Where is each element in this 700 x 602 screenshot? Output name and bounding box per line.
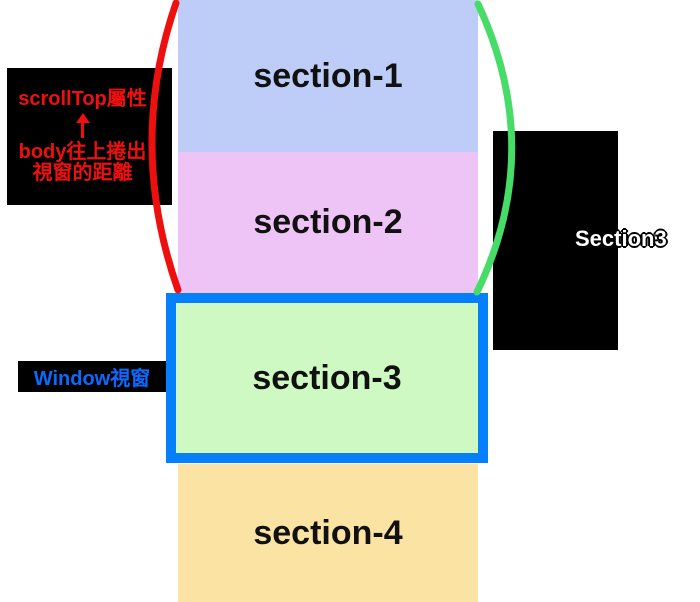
window-viewport-frame: section-3 (166, 293, 488, 463)
section-4-block: section-4 (178, 464, 478, 602)
section-1-block: section-1 (178, 0, 478, 152)
scrolltop-annotation-box: scrollTop屬性 body往上捲出 視窗的距離 (7, 68, 172, 205)
scrolltop-line1: scrollTop屬性 (18, 88, 147, 110)
section3-callout-label: Section3 (575, 226, 667, 251)
section-2-block: section-2 (178, 152, 478, 293)
arrow-head (75, 113, 90, 123)
section-2-label: section-2 (253, 203, 403, 241)
section-4-label: section-4 (253, 513, 403, 552)
section-1-label: section-1 (253, 56, 403, 95)
scrolltop-line3: 視窗的距離 (32, 162, 133, 184)
window-label-box: Window視窗 (18, 361, 166, 392)
scrolltop-line2: body往上捲出 (18, 141, 147, 163)
arrow-shaft (81, 123, 84, 138)
window-label: Window視窗 (33, 368, 151, 390)
section-3-label: section-3 (252, 358, 402, 397)
arrow-up-icon (75, 113, 90, 138)
